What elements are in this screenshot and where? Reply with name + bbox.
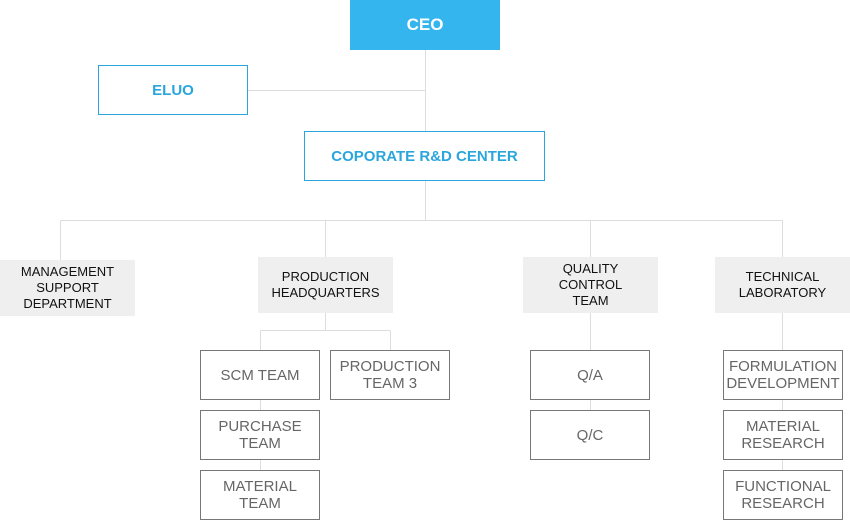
material-research-node: MATERIAL RESEARCH bbox=[723, 410, 843, 460]
quality-control-team-node: QUALITY CONTROL TEAM bbox=[523, 257, 658, 313]
eluo-node: ELUO bbox=[98, 65, 248, 115]
purchase-team-node: PURCHASE TEAM bbox=[200, 410, 320, 460]
ceo-node: CEO bbox=[350, 0, 500, 50]
qa-node: Q/A bbox=[530, 350, 650, 400]
rnd-center-node: COPORATE R&D CENTER bbox=[304, 131, 545, 181]
scm-team-node: SCM TEAM bbox=[200, 350, 320, 400]
functional-research-node: FUNCTIONAL RESEARCH bbox=[723, 470, 843, 520]
qc-node: Q/C bbox=[530, 410, 650, 460]
technical-laboratory-node: TECHNICAL LABORATORY bbox=[715, 257, 850, 313]
material-team-node: MATERIAL TEAM bbox=[200, 470, 320, 520]
production-team-3-node: PRODUCTION TEAM 3 bbox=[330, 350, 450, 400]
production-headquarters-node: PRODUCTION HEADQUARTERS bbox=[258, 257, 393, 313]
management-support-department-node: MANAGEMENT SUPPORT DEPARTMENT bbox=[0, 260, 135, 316]
formulation-development-node: FORMULATION DEVELOPMENT bbox=[723, 350, 843, 400]
